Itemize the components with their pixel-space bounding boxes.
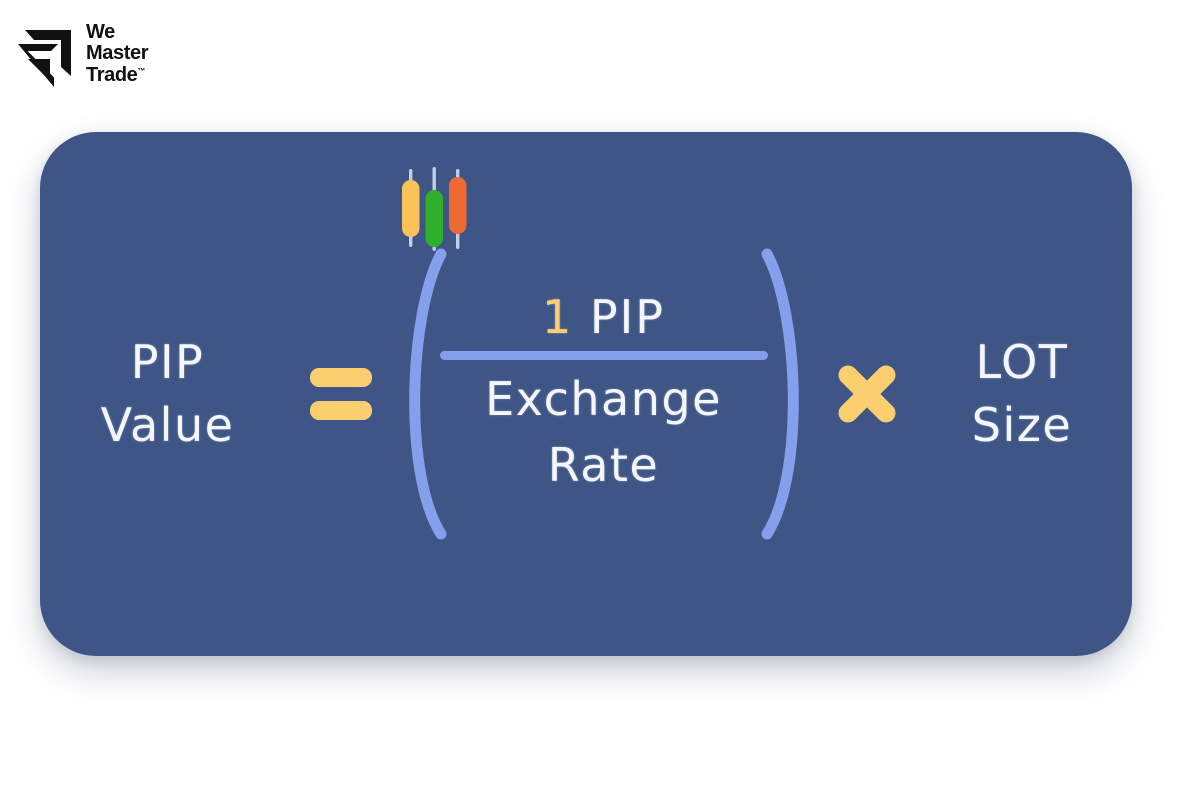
multiplication-sign-icon [819,354,915,434]
fraction-numerator: 1 PIP [542,290,665,344]
numerator-value: 1 [542,290,574,345]
brand-line-1: We [86,21,115,44]
equals-bar-bottom [309,401,372,420]
fraction-bar [439,351,768,361]
brand-trademark-symbol: ™ [137,65,146,75]
brand-line-3-text: Trade [86,63,138,86]
wemastertrade-arrow-logo-icon [18,30,71,87]
pip-value-formula: PIP Value 1 PIP Exchan [40,132,1132,656]
fraction-group: 1 PIP Exchange Rate [389,244,819,544]
left-term-line-2: Value [100,398,235,452]
left-term-line-1: PIP [130,334,205,389]
brand-line-2: Master [86,42,149,65]
close-parenthesis-icon [761,248,799,540]
brand-wordmark: We Master Trade™ [86,20,148,86]
fraction: 1 PIP Exchange Rate [434,290,774,498]
equals-bar-top [309,368,372,387]
formula-card: PIP Value 1 PIP Exchan [40,132,1132,656]
fraction-denominator: Exchange Rate [485,367,722,498]
denominator-line-1: Exchange [485,372,722,427]
right-term-line-1: LOT [975,334,1069,389]
right-term-lot-size: LOT Size [915,331,1130,458]
candlestick-chart-icon [402,167,467,251]
open-parenthesis-icon [408,248,446,540]
left-term-pip-value: PIP Value [43,331,293,458]
brand-logo: We Master Trade™ [14,18,148,88]
brand-line-3: Trade™ [86,63,148,86]
denominator-line-2: Rate [547,437,660,492]
numerator-unit: PIP [589,290,665,345]
times-glyph [838,365,895,423]
equals-sign-icon [293,357,389,431]
right-term-line-2: Size [971,398,1073,452]
